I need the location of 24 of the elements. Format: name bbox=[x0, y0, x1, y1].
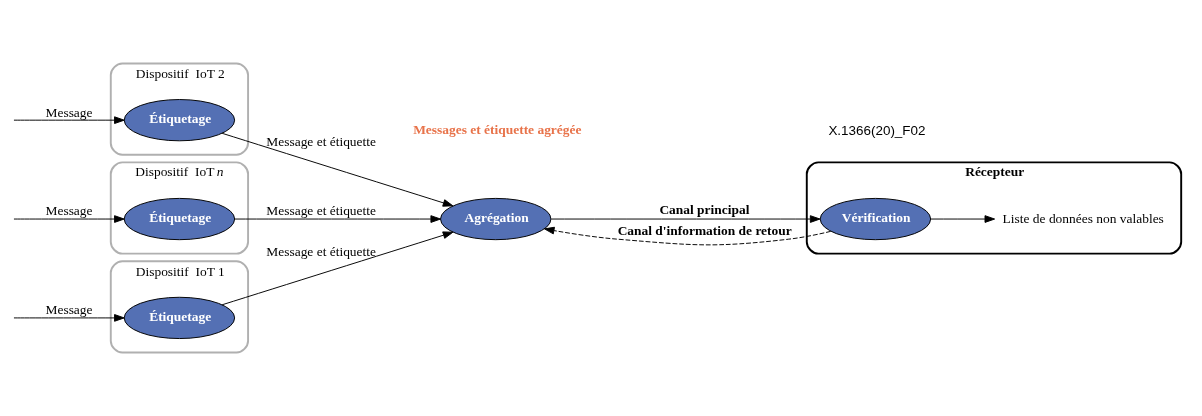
arrow bbox=[13, 116, 125, 124]
arrow bbox=[550, 215, 821, 223]
arrow bbox=[13, 215, 125, 223]
node-ellipse: Étiquetage bbox=[123, 197, 236, 241]
arrow bbox=[13, 314, 125, 322]
arrow bbox=[234, 215, 441, 223]
node-ellipse: Étiquetage bbox=[123, 296, 236, 340]
label: Messages et étiquette agrégée bbox=[413, 122, 582, 138]
arrow bbox=[221, 132, 454, 207]
arrow bbox=[930, 215, 996, 223]
edge-label: Message et étiquette bbox=[266, 203, 377, 219]
node-ellipse: Vérification bbox=[819, 197, 932, 241]
edge-label: Message et étiquette bbox=[266, 134, 377, 150]
arrow bbox=[544, 226, 832, 246]
edge-label: Message et étiquette bbox=[266, 243, 377, 259]
edge-label: Canal d'information de retour bbox=[617, 222, 792, 238]
edge-label: Message bbox=[45, 104, 93, 120]
edge-label: Canal principal bbox=[659, 202, 750, 218]
edge-label: Message bbox=[45, 302, 93, 318]
edge-label: Message bbox=[45, 203, 93, 219]
node-text: Liste de données non valables bbox=[1002, 210, 1164, 226]
label: X.1366(20)_F02 bbox=[828, 123, 926, 139]
arrow bbox=[221, 231, 454, 306]
node-ellipse: Étiquetage bbox=[123, 99, 236, 142]
